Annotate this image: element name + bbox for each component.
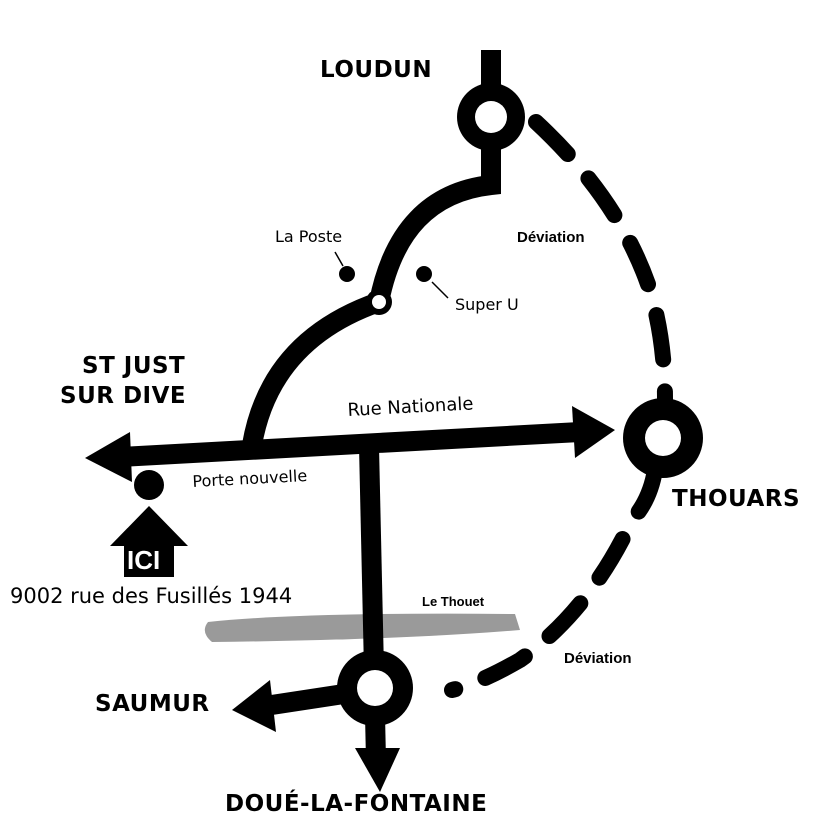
label-la-poste: La Poste xyxy=(275,227,343,246)
road-rue-nationale xyxy=(119,422,581,467)
roundabout-south xyxy=(337,650,413,726)
city-doue: DOUÉ-LA-FONTAINE xyxy=(225,791,488,817)
la-poste-dot xyxy=(339,266,355,282)
arrow-south-doue xyxy=(355,748,400,792)
deviation-route-north xyxy=(528,114,673,408)
label-river: Le Thouet xyxy=(422,594,485,609)
arrow-west-st-just xyxy=(85,432,132,482)
here-marker-label: ICI xyxy=(127,545,161,575)
roundabout-centre xyxy=(366,289,392,315)
label-super-u: Super U xyxy=(455,295,519,314)
super-u-leader xyxy=(431,281,449,299)
label-deviation-south: Déviation xyxy=(564,650,632,667)
city-saumur: SAUMUR xyxy=(95,691,210,717)
porte-nouvelle-dot xyxy=(134,470,164,500)
arrow-east-thouars xyxy=(572,406,615,458)
city-st-just-line2: SUR DIVE xyxy=(60,383,187,409)
road-loudun xyxy=(242,50,501,447)
here-marker-icon xyxy=(110,506,188,577)
roundabout-loudun xyxy=(457,83,525,151)
roundabout-thouars xyxy=(623,398,703,478)
city-st-just-line1: ST JUST xyxy=(82,353,186,379)
city-thouars: THOUARS xyxy=(672,486,801,512)
city-loudun: LOUDUN xyxy=(320,57,433,83)
la-poste-leader xyxy=(334,251,344,267)
deviation-route-south xyxy=(444,462,663,698)
label-deviation-north: Déviation xyxy=(517,229,585,246)
address-text: 9002 rue des Fusillés 1944 xyxy=(10,584,293,608)
arrow-west-saumur xyxy=(232,680,276,732)
river-le-thouet xyxy=(204,613,521,642)
super-u-dot xyxy=(416,266,432,282)
